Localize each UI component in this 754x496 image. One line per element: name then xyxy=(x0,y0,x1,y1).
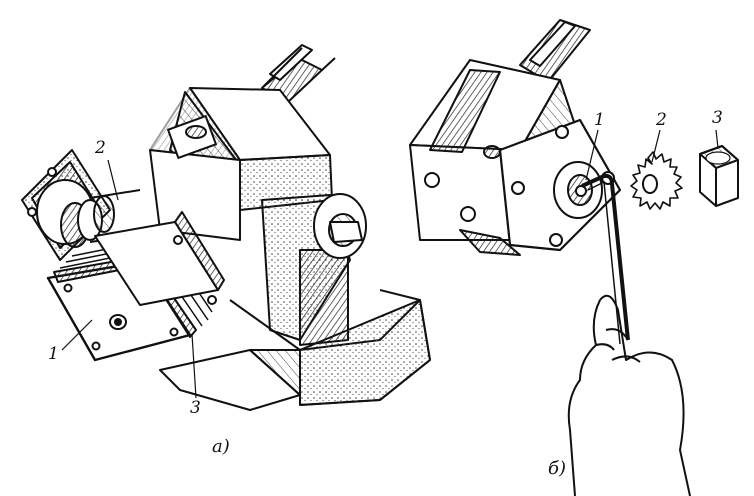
housing-a xyxy=(149,87,333,241)
sector-boss-a xyxy=(261,193,367,346)
bracket-a xyxy=(159,289,431,411)
leaders-b xyxy=(585,129,719,181)
callout-b-3: 3 xyxy=(712,108,723,128)
leaders-a xyxy=(61,159,197,399)
shaft-b xyxy=(519,19,591,83)
callout-b-1: 1 xyxy=(594,110,605,130)
nut-b xyxy=(699,145,739,207)
flange-left-a xyxy=(21,149,111,261)
figure-a-drawing xyxy=(21,44,431,411)
lock-washer-b xyxy=(630,151,683,210)
caption-a: а) xyxy=(212,436,230,457)
hex-key-b xyxy=(581,173,630,345)
cover-b xyxy=(498,118,622,252)
callout-a-3: 3 xyxy=(190,398,201,418)
top-cover-a xyxy=(94,211,225,306)
callout-b-2: 2 xyxy=(656,110,667,130)
callout-a-2: 2 xyxy=(95,138,106,158)
caption-b: б) xyxy=(548,458,567,479)
figure-b-drawing xyxy=(409,19,739,496)
hand-b xyxy=(567,294,691,496)
callout-a-1: 1 xyxy=(48,344,59,364)
